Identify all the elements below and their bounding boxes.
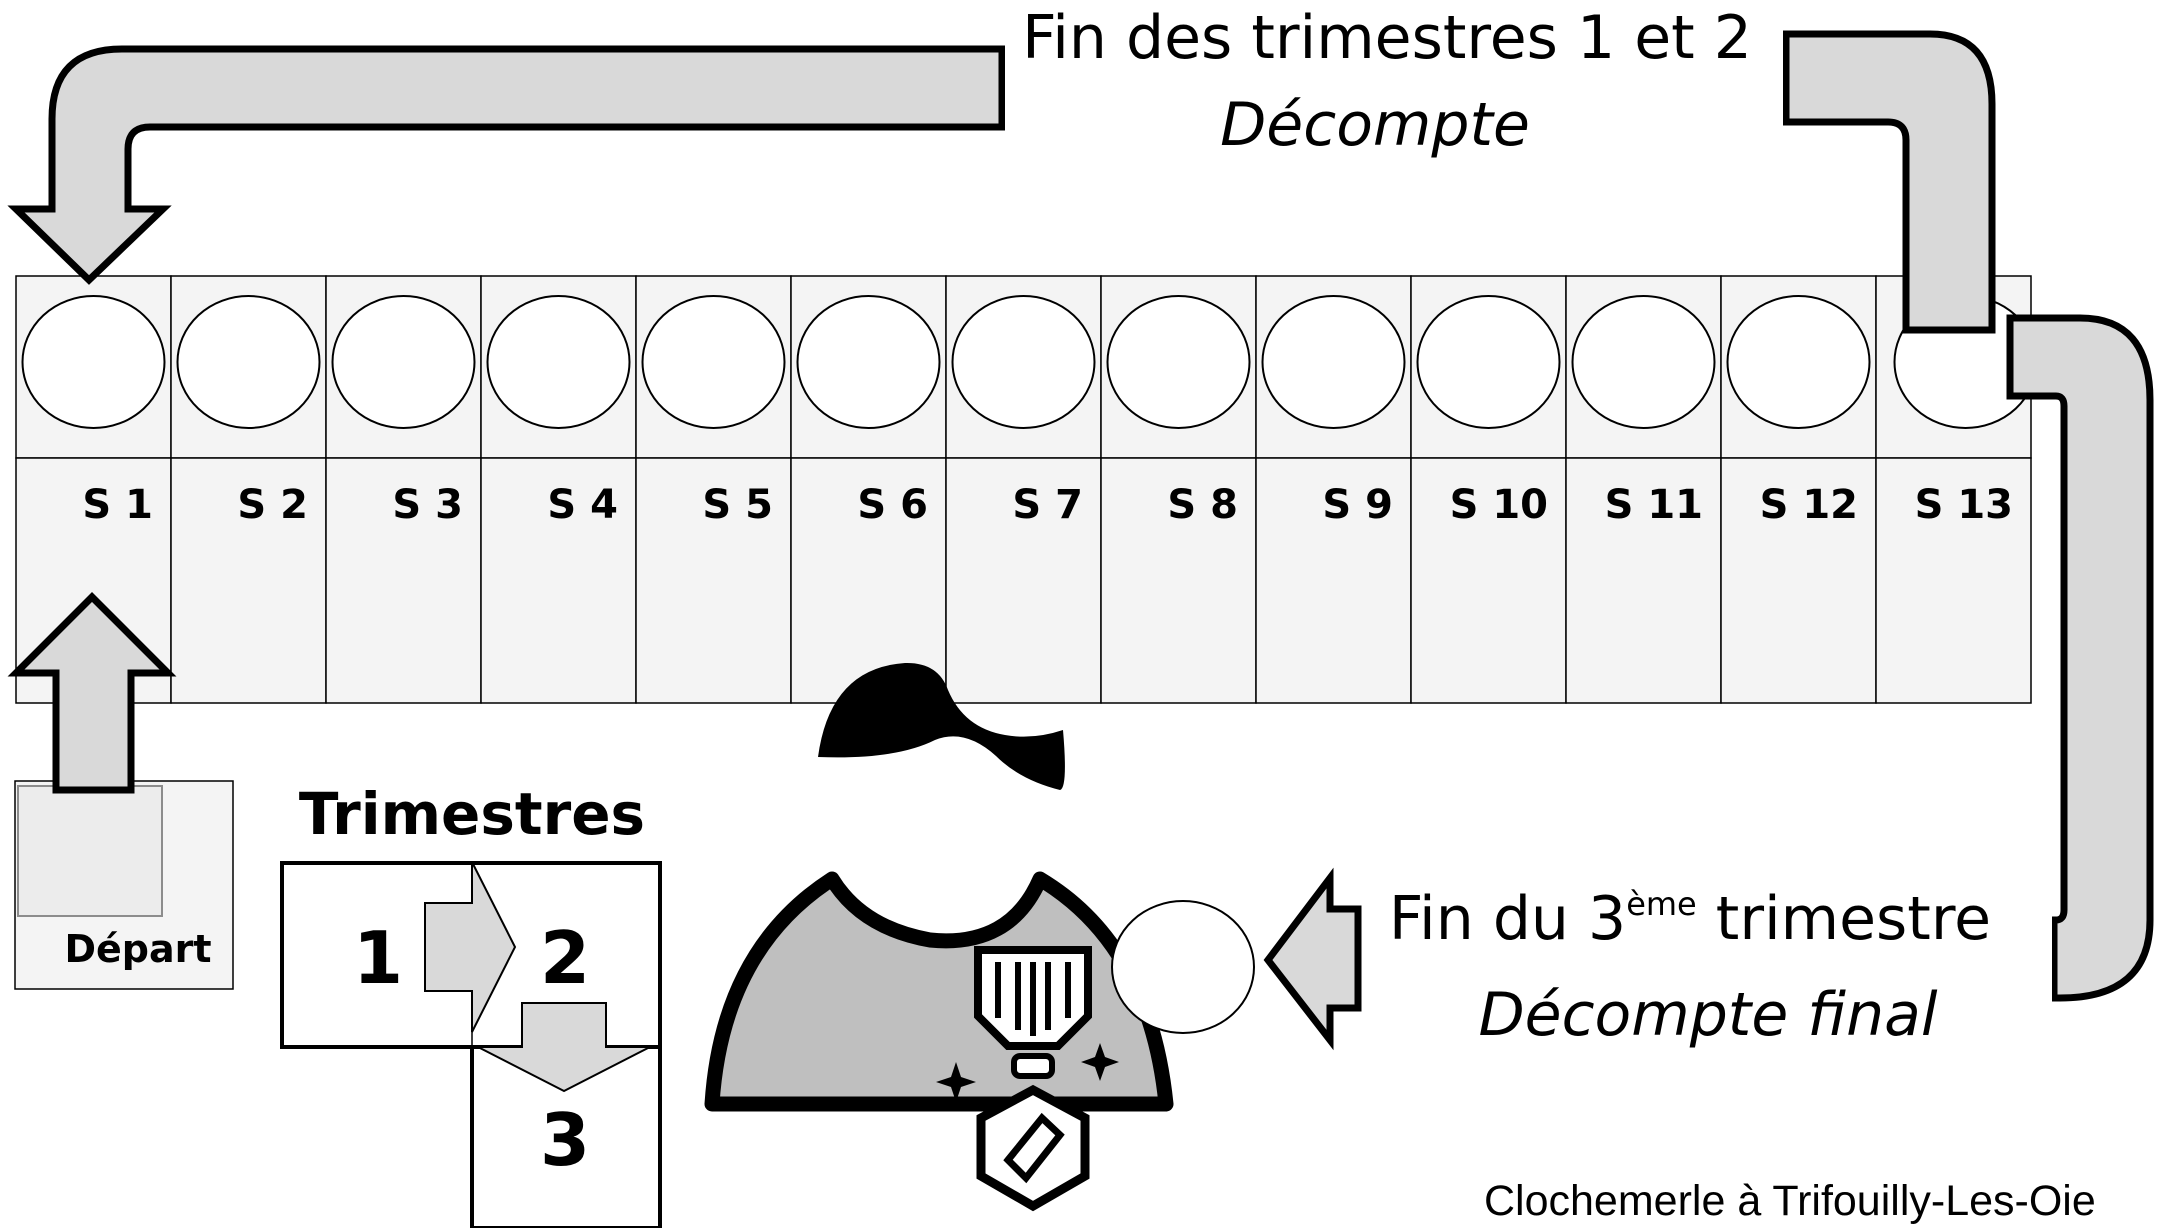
final-loop-arrow xyxy=(2006,314,2154,1002)
credit-text: Clochemerle à Trifouilly-Les-Oie xyxy=(1484,1177,2096,1225)
turn-cell-label: S 3 xyxy=(392,482,463,528)
final-banner-subtitle: Décompte final xyxy=(1478,980,1937,1050)
turn-cell-label: S 10 xyxy=(1450,482,1548,528)
turn-cell-bottom xyxy=(480,457,637,704)
final-token-slot xyxy=(1111,900,1255,1034)
turn-cell-label: S 2 xyxy=(237,482,308,528)
start-label: Départ xyxy=(64,927,211,971)
turn-cell-12: S 12 xyxy=(1720,275,1877,704)
turn-cell-10: S 10 xyxy=(1410,275,1567,704)
turn-cell-bottom xyxy=(170,457,327,704)
start-token-slot xyxy=(17,785,163,917)
final-arrow-left xyxy=(1263,867,1362,1051)
turn-cell-label: S 12 xyxy=(1760,482,1858,528)
final-banner-bg xyxy=(1362,868,2052,1048)
turn-cell-label: S 1 xyxy=(82,482,153,528)
token-slot xyxy=(1571,295,1716,429)
top-banner-bg xyxy=(1005,0,1783,150)
sparkle-icon xyxy=(1081,1043,1119,1081)
turn-cell-bottom xyxy=(945,457,1102,704)
return-arrow-top xyxy=(7,30,1996,334)
turn-cell-bottom xyxy=(790,457,947,704)
top-banner-subtitle: Décompte xyxy=(1220,90,1530,160)
turn-cell-11: S 11 xyxy=(1565,275,1722,704)
turn-cell-label: S 11 xyxy=(1605,482,1703,528)
token-slot xyxy=(331,295,476,429)
turn-cell-label: S 4 xyxy=(547,482,618,528)
turn-cell-bottom xyxy=(635,457,792,704)
token-slot xyxy=(951,295,1096,429)
turn-cell-bottom xyxy=(1410,457,1567,704)
turn-cell-bottom xyxy=(1875,457,2032,704)
turn-track: S 1 S 2 S 3 S 4 S 5 S 6 S 7 S 8 S 9 S 10 S 11 S 12 S… xyxy=(15,275,2038,704)
trimester-arrow-right xyxy=(424,861,517,1033)
trimester-2: 2 xyxy=(540,916,590,1000)
trimester-3: 3 xyxy=(540,1098,590,1182)
turn-cell-4: S 4 xyxy=(480,275,637,704)
turn-cell-label: S 6 xyxy=(857,482,928,528)
turn-cell-8: S 8 xyxy=(1100,275,1257,704)
token-slot xyxy=(641,295,786,429)
hair-icon xyxy=(818,662,1065,790)
turn-cell-9: S 9 xyxy=(1255,275,1412,704)
turn-cell-5: S 5 xyxy=(635,275,792,704)
turn-cell-label: S 5 xyxy=(702,482,773,528)
character-icon xyxy=(704,662,1174,1212)
medal-icon xyxy=(936,946,1119,1212)
top-banner-title: Fin des trimestres 1 et 2 xyxy=(1022,3,1752,73)
trimesters-diagram: Trimestres 1 2 3 xyxy=(280,780,662,1228)
token-slot xyxy=(486,295,631,429)
start-area: Départ xyxy=(7,592,234,990)
sparkle-icon xyxy=(936,1062,976,1102)
token-slot xyxy=(796,295,941,429)
turn-cell-label: S 7 xyxy=(1012,482,1083,528)
start-arrow xyxy=(7,592,177,794)
final-banner-title: Fin du 3ème trimestre xyxy=(1389,884,1991,954)
token-slot xyxy=(176,295,321,429)
turn-cell-label: S 9 xyxy=(1322,482,1393,528)
token-slot xyxy=(21,295,166,429)
trimester-arrow-down xyxy=(477,1002,651,1093)
turn-cell-2: S 2 xyxy=(170,275,327,704)
turn-cell-6: S 6 xyxy=(790,275,947,704)
trimesters-title: Trimestres xyxy=(299,780,645,848)
turn-cell-bottom xyxy=(325,457,482,704)
token-slot xyxy=(1416,295,1561,429)
token-slot xyxy=(1726,295,1871,429)
turn-cell-label: S 13 xyxy=(1915,482,2013,528)
final-count-pointer xyxy=(1111,867,1362,1051)
turn-cell-3: S 3 xyxy=(325,275,482,704)
turn-cell-bottom xyxy=(1255,457,1412,704)
trimester-1: 1 xyxy=(353,916,403,1000)
turn-cell-7: S 7 xyxy=(945,275,1102,704)
token-slot xyxy=(1261,295,1406,429)
turn-cell-bottom xyxy=(1720,457,1877,704)
turn-cell-label: S 8 xyxy=(1167,482,1238,528)
token-slot xyxy=(1106,295,1251,429)
